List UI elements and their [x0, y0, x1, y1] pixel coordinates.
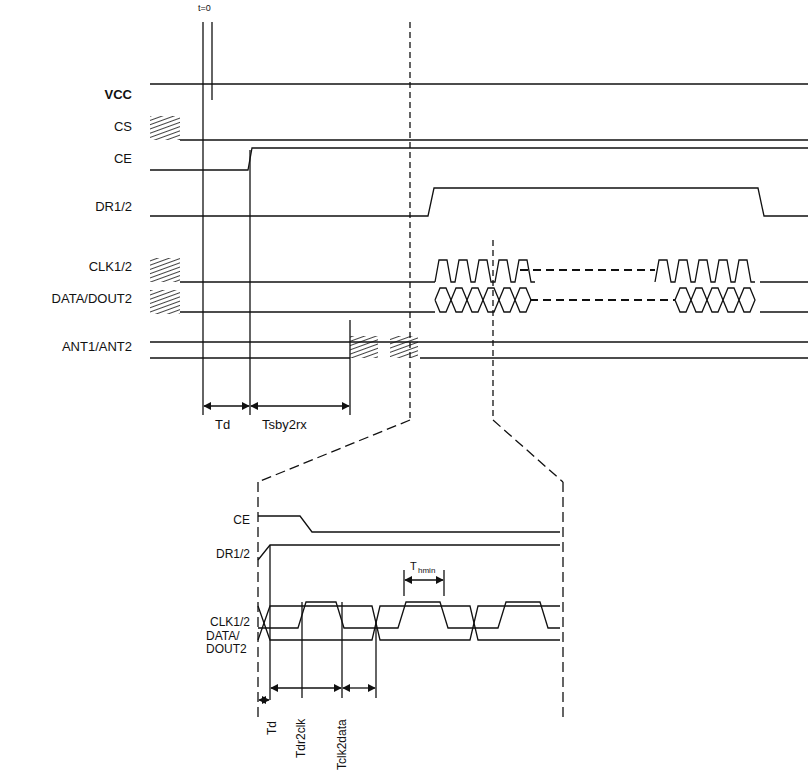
waveform-stroke	[483, 288, 499, 312]
timing-parameter: Tclk2data	[336, 719, 349, 770]
timing-parameter: Tdr2clk	[295, 719, 308, 758]
waveform-stroke	[707, 288, 723, 312]
waveform-stroke	[655, 260, 755, 282]
time-marker: t=0	[198, 4, 211, 14]
signal-name: CLK1/2	[89, 260, 132, 274]
waveform-stroke	[467, 288, 483, 312]
waveform-stroke	[435, 288, 451, 312]
waveforms	[150, 22, 808, 720]
waveform-stroke	[515, 288, 531, 312]
waveform-stroke	[739, 288, 755, 312]
signal-name: VCC	[105, 88, 132, 102]
waveform-stroke	[499, 288, 515, 312]
signal-name: Tsby2rx	[262, 418, 307, 432]
signal-name: CS	[114, 120, 132, 134]
signal-name: hmin	[418, 567, 435, 576]
signal-name: DR1/2	[216, 548, 250, 561]
signal-name: CLK1/2	[210, 616, 250, 629]
timing-parameter: Td	[266, 721, 279, 735]
waveform-stroke	[451, 288, 467, 312]
waveform-stroke	[435, 260, 535, 282]
signal-name: DR1/2	[95, 200, 132, 214]
waveform-stroke	[691, 288, 707, 312]
signal-name: CE	[233, 514, 250, 527]
waveform-stroke	[723, 288, 739, 312]
signal-name: T	[410, 560, 417, 572]
signal-name: Td	[215, 418, 230, 432]
signal-name: DATA/ DOUT2	[206, 630, 250, 656]
signal-name: CE	[114, 152, 132, 166]
waveform-stroke	[675, 288, 691, 312]
signal-name: ANT1/ANT2	[62, 340, 132, 354]
signal-name: DATA/DOUT2	[52, 292, 132, 306]
